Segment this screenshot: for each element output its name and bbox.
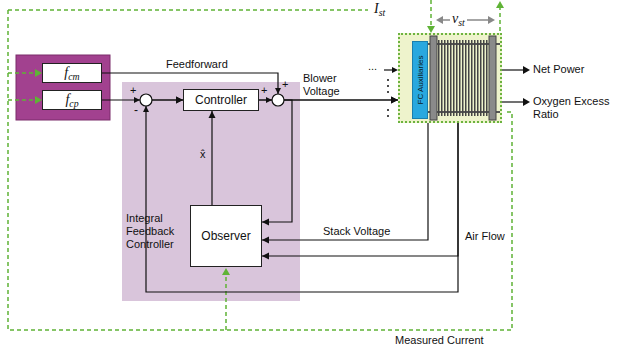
fuel-cell-stack: vstFC Auxiliaries [398, 33, 502, 123]
node-text: Controller [195, 93, 247, 107]
text-holder: Air Flow [464, 230, 506, 243]
output-label: Net Power [533, 63, 584, 75]
text-holder: x̂ [199, 148, 207, 161]
current-arrowheads [35, 1, 504, 275]
text-holder: Oxygen Excess Ratio [533, 95, 618, 121]
map-box: fcm [42, 63, 102, 83]
text-holder: vst [450, 11, 467, 27]
node-text: FC Auxiliaries [416, 56, 425, 105]
node-text: fcp [65, 92, 78, 108]
text-holder: + [261, 84, 267, 96]
text-holder: Measured Current [395, 334, 484, 346]
sum-junction [272, 94, 284, 106]
text-holder: Integral Feedback Controller [126, 212, 188, 251]
text-holder: Feedforward [165, 58, 245, 71]
fuel-cell-stack [426, 36, 500, 120]
node-text: fcm [64, 65, 79, 81]
signal-label: Blower Voltage [302, 72, 362, 98]
auxiliaries-bar: FC Auxiliaries [412, 41, 428, 119]
text-holder: - [134, 103, 138, 117]
signal-label: Measured Current [395, 334, 484, 346]
junction-arrowheads [134, 88, 281, 112]
stack-ground [398, 33, 502, 123]
signal-arrow [262, 123, 458, 260]
current-wire [8, 0, 512, 330]
process-box: Controller [183, 89, 259, 111]
node-text: vst [450, 11, 467, 27]
sign: + [130, 84, 136, 96]
map-box: fcp [42, 90, 102, 110]
output-label: Oxygen Excess Ratio [533, 95, 618, 121]
current-label: Ist [374, 1, 385, 17]
text-holder: ... [368, 60, 377, 72]
ellipsis: ... [368, 60, 377, 72]
signal-arrow [262, 123, 428, 244]
sign: - [134, 103, 138, 117]
text-holder: + [282, 78, 288, 90]
controller-region: Integral Feedback Controller ControllerOb… [122, 82, 300, 301]
text-holder: Blower Voltage [302, 72, 362, 98]
sign: + [282, 78, 288, 90]
other-inputs [384, 67, 398, 117]
text-holder: Net Power [533, 63, 584, 75]
reference-block [16, 55, 110, 120]
signal-arrow [209, 111, 216, 205]
output-arrows [502, 66, 530, 106]
sum-junction [140, 94, 152, 106]
signal-arrow [146, 97, 458, 293]
signal-arrow [259, 100, 292, 226]
text-holder: Ist [374, 1, 385, 17]
text-holder: Stack Voltage [322, 225, 391, 238]
signal-label: Feedforward [165, 58, 245, 71]
process-box: Observer [190, 205, 262, 267]
signal-label: Stack Voltage [322, 225, 391, 238]
text-holder: + [130, 84, 136, 96]
signal-label: x̂ [199, 148, 207, 161]
node-text: Observer [201, 229, 250, 243]
node-text: Integral Feedback Controller [126, 212, 188, 251]
controller-region [122, 82, 300, 301]
sign: + [261, 84, 267, 96]
signal-label: Air Flow [464, 230, 506, 243]
